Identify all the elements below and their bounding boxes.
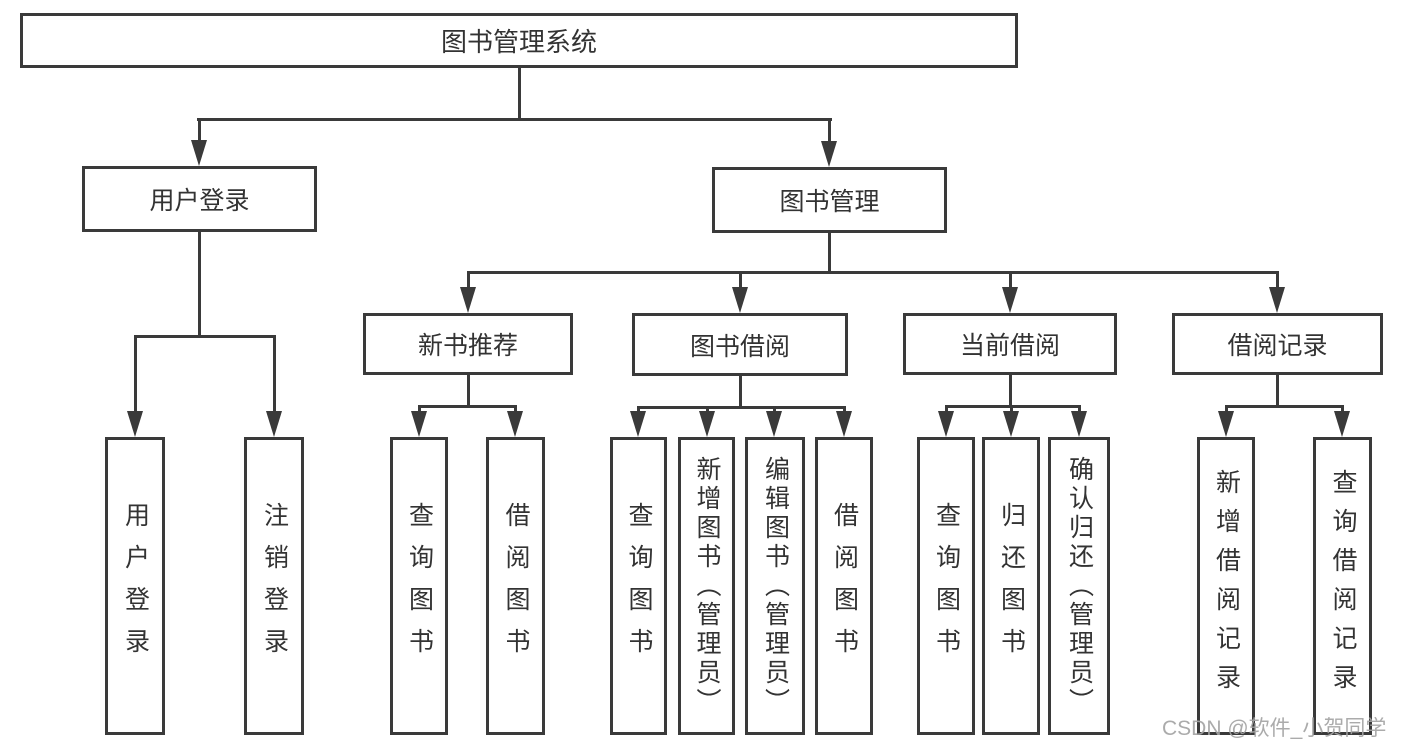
connector-line <box>517 68 521 119</box>
node-label: 用户登录 <box>149 187 250 215</box>
leaf-add-borrow-record: 新增借阅记录 <box>1197 437 1255 735</box>
leaf-label: 查询图书 <box>932 502 961 670</box>
watermark: CSDN @软件_小贺同学 <box>1162 717 1387 740</box>
leaf-borrow-books-borrowing: 借阅图书 <box>815 437 873 735</box>
connector-line <box>133 334 276 338</box>
connector-line <box>197 232 201 336</box>
node-book-management: 图书管理 <box>712 167 947 233</box>
leaf-label: 查询图书 <box>625 502 653 670</box>
node-user-login: 用户登录 <box>82 166 317 232</box>
connector-line <box>1275 375 1279 406</box>
leaf-label: 确认归还（管理员） <box>1065 455 1094 717</box>
leaf-confirm-return-admin: 确认归还（管理员） <box>1048 437 1110 735</box>
connector-line <box>417 406 421 415</box>
connector-line <box>738 272 742 291</box>
arrow-down-icon <box>938 411 954 437</box>
node-label: 新书推荐 <box>417 332 518 360</box>
leaf-label: 归还图书 <box>997 502 1026 670</box>
leaf-label: 借阅图书 <box>502 502 530 670</box>
arrow-down-icon <box>411 411 427 437</box>
connector-line <box>944 406 948 415</box>
leaf-borrow-books-recommend: 借阅图书 <box>486 437 545 735</box>
connector-line <box>133 336 137 415</box>
node-label: 图书借阅 <box>689 332 790 361</box>
arrow-down-icon <box>630 411 646 437</box>
connector-line <box>196 117 832 121</box>
connector-line <box>1077 406 1081 415</box>
connector-line <box>1008 272 1012 291</box>
leaf-edit-books-admin: 编辑图书（管理员） <box>745 437 805 735</box>
arrow-down-icon <box>1003 411 1019 437</box>
connector-line <box>272 336 276 415</box>
connector-line <box>197 119 201 144</box>
leaf-label: 注销登录 <box>260 502 289 670</box>
node-library-management-system: 图书管理系统 <box>20 13 1018 68</box>
arrow-down-icon <box>266 411 282 437</box>
node-new-book-recommend: 新书推荐 <box>363 313 573 375</box>
leaf-label: 编辑图书（管理员） <box>761 455 790 717</box>
connector-line <box>827 119 831 145</box>
connector-line <box>944 404 1081 408</box>
node-label: 当前借阅 <box>959 332 1060 360</box>
leaf-add-books-admin: 新增图书（管理员） <box>678 437 735 735</box>
leaf-label: 查询图书 <box>405 502 434 670</box>
arrow-down-icon <box>127 411 143 437</box>
leaf-label: 借阅图书 <box>830 502 859 670</box>
connector-line <box>466 270 1279 274</box>
arrow-down-icon <box>699 411 715 437</box>
arrow-down-icon <box>460 287 476 313</box>
leaf-logout: 注销登录 <box>244 437 304 735</box>
leaf-label: 新增图书（管理员） <box>693 455 721 717</box>
connector-line <box>827 233 831 272</box>
connector-line <box>738 376 742 407</box>
node-label: 借阅记录 <box>1227 332 1328 360</box>
arrow-down-icon <box>821 141 837 167</box>
arrow-down-icon <box>1334 411 1350 437</box>
arrow-down-icon <box>1002 287 1018 313</box>
arrow-down-icon <box>732 287 748 313</box>
leaf-query-books-borrowing: 查询图书 <box>610 437 667 735</box>
arrow-down-icon <box>836 411 852 437</box>
leaf-label: 查询借阅记录 <box>1329 469 1357 703</box>
node-label: 图书管理系统 <box>440 27 597 57</box>
connector-line <box>417 404 517 408</box>
arrow-down-icon <box>1218 411 1234 437</box>
connector-line <box>513 406 517 415</box>
leaf-label: 用户登录 <box>121 502 150 670</box>
node-current-borrowing: 当前借阅 <box>903 313 1117 375</box>
connector-line <box>636 405 846 409</box>
connector-line <box>1224 404 1344 408</box>
leaf-user-login: 用户登录 <box>105 437 165 735</box>
arrow-down-icon <box>1071 411 1087 437</box>
node-label: 图书管理 <box>779 188 880 216</box>
leaf-query-borrow-record: 查询借阅记录 <box>1313 437 1372 735</box>
leaf-query-books-recommend: 查询图书 <box>390 437 448 735</box>
arrow-down-icon <box>191 140 207 166</box>
connector-line <box>466 272 470 291</box>
leaf-query-books-current: 查询图书 <box>917 437 975 735</box>
connector-line <box>466 375 470 406</box>
arrow-down-icon <box>1269 287 1285 313</box>
leaf-label: 新增借阅记录 <box>1212 469 1241 703</box>
connector-line <box>1275 272 1279 291</box>
connector-line <box>1008 375 1012 406</box>
arrow-down-icon <box>766 411 782 437</box>
leaf-return-books: 归还图书 <box>982 437 1040 735</box>
connector-line <box>1224 406 1228 415</box>
node-borrowing-records: 借阅记录 <box>1172 313 1383 375</box>
node-book-borrowing: 图书借阅 <box>632 313 848 376</box>
connector-line <box>1340 406 1344 415</box>
arrow-down-icon <box>507 411 523 437</box>
connector-line <box>1009 406 1013 415</box>
